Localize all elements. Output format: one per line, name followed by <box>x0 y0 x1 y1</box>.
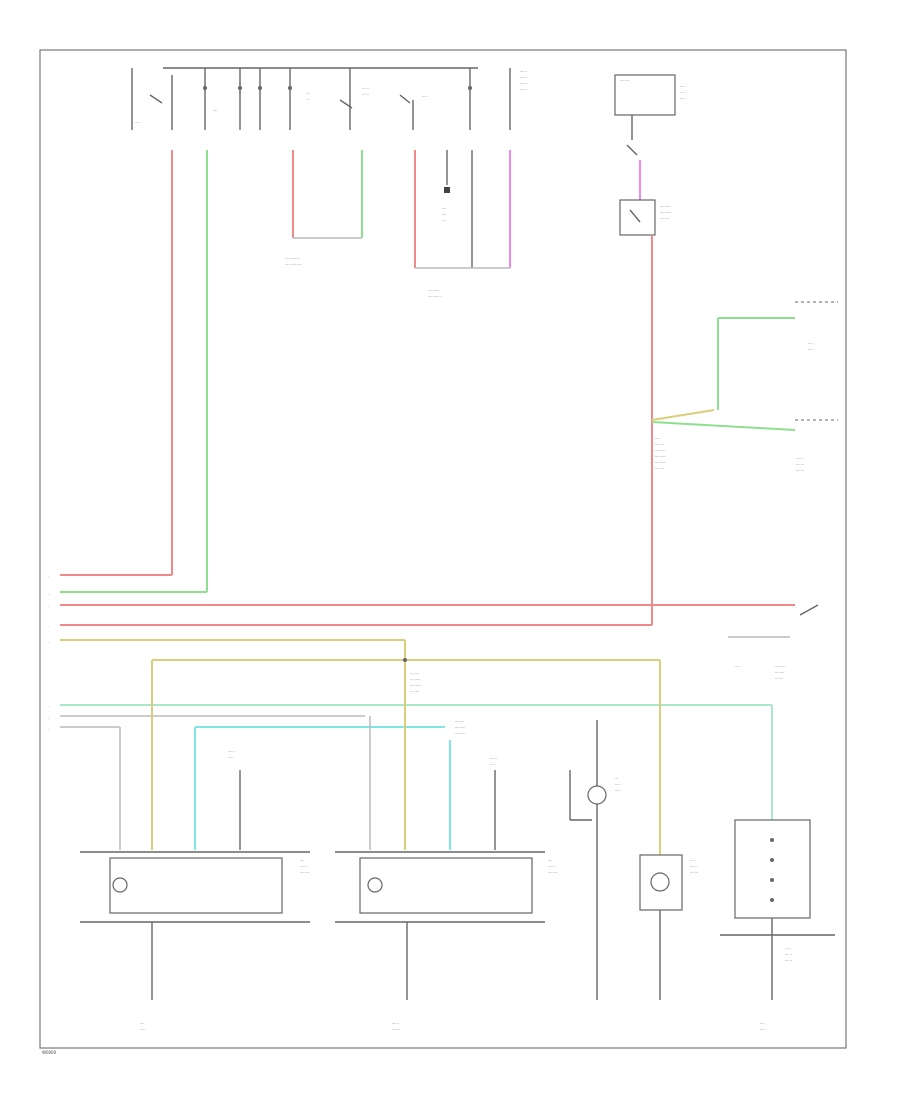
svg-text:········: ········ <box>655 443 664 447</box>
svg-text:············: ············ <box>428 295 442 299</box>
svg-text:········: ········ <box>455 720 464 724</box>
svg-text:·····: ····· <box>135 121 141 125</box>
svg-text:·: · <box>48 705 49 709</box>
svg-text:······: ······ <box>228 750 235 754</box>
svg-text:····: ···· <box>140 1022 145 1026</box>
svg-text:········: ········ <box>655 467 664 471</box>
svg-text:·····: ····· <box>690 859 696 863</box>
right-sensor: ····· ····· ······ ······· ······· ·····… <box>651 301 838 473</box>
svg-text:····: ···· <box>442 219 447 223</box>
svg-text:·: · <box>48 575 49 579</box>
svg-text:······: ······ <box>300 865 307 869</box>
upper-right-relay: ········ ····· ····· ····· ········· ···… <box>614 74 686 625</box>
svg-text:······: ······ <box>785 959 792 963</box>
svg-text:···: ··· <box>306 98 309 102</box>
svg-text:······: ······ <box>520 70 527 74</box>
svg-text:······: ······ <box>362 93 369 97</box>
svg-text:·······: ······· <box>775 677 783 681</box>
svg-text:···············: ··············· <box>285 263 302 267</box>
svg-text:·: · <box>48 605 49 609</box>
svg-text:······: ······ <box>690 865 697 869</box>
svg-text:······: ······ <box>392 1022 399 1026</box>
svg-text:·········: ········· <box>410 678 420 682</box>
svg-text:······: ······ <box>785 953 792 957</box>
svg-text:·····: ····· <box>760 1028 766 1032</box>
svg-text:········: ········ <box>775 671 784 675</box>
svg-text:······: ······ <box>362 87 369 91</box>
svg-text:·······: ······· <box>796 469 804 473</box>
svg-text:·····: ····· <box>655 437 661 441</box>
svg-text:·: · <box>48 625 49 629</box>
lower-drops: ········ ········· ·········· ········ ·… <box>119 640 773 1000</box>
svg-text:·········: ········· <box>775 665 785 669</box>
svg-text:·········: ········· <box>455 732 465 736</box>
svg-text:······: ······ <box>520 76 527 80</box>
svg-text:·: · <box>48 728 49 732</box>
svg-text:·: · <box>48 717 49 721</box>
svg-text:·······: ······· <box>392 1028 400 1032</box>
svg-text:·············: ············· <box>285 257 300 261</box>
svg-text:····: ···· <box>548 859 553 863</box>
svg-text:······: ······ <box>520 88 527 92</box>
svg-text:········: ········ <box>548 871 557 875</box>
svg-text:·····: ····· <box>785 947 791 951</box>
svg-text:·······: ······· <box>690 871 698 875</box>
svg-text:···: ··· <box>615 777 618 781</box>
svg-text:·····: ····· <box>808 342 814 346</box>
svg-text:·····: ····· <box>680 85 686 89</box>
center-lamp-assembly: ···· ······ ········ ······ ······· <box>335 851 557 1032</box>
svg-text:·········: ········· <box>660 205 670 209</box>
left-lamp-assembly: ···· ······ ········ ···· ····· <box>80 851 310 1032</box>
svg-text:·: · <box>48 641 49 645</box>
svg-text:·········: ········· <box>455 726 465 730</box>
top-switch-bank: ····· ···· ··· ··· ······ ······ ····· ·… <box>131 67 527 130</box>
svg-text:·········: ········· <box>655 449 665 453</box>
svg-text:······: ······ <box>548 865 555 869</box>
svg-text:······: ······ <box>490 757 497 761</box>
svg-text:·····: ····· <box>615 783 621 787</box>
top-drops: ···· ···· ···· ············· ···········… <box>171 150 511 592</box>
svg-text:·····: ····· <box>228 756 234 760</box>
svg-text:·····: ····· <box>680 97 686 101</box>
middle-lamp: ··· ····· ····· <box>569 770 621 821</box>
svg-text:······: ······ <box>796 457 803 461</box>
svg-text:····: ···· <box>442 207 447 211</box>
svg-text:·····: ····· <box>422 95 428 99</box>
footer-code: W0000 <box>42 1050 57 1055</box>
svg-text:······: ······ <box>520 82 527 86</box>
svg-text:········: ········ <box>660 217 669 221</box>
svg-text:········: ········ <box>620 79 629 83</box>
svg-text:·····: ····· <box>735 665 741 669</box>
svg-text:····: ···· <box>442 213 447 217</box>
svg-text:·····: ····· <box>140 1028 146 1032</box>
svg-text:·········: ········· <box>655 455 665 459</box>
svg-text:·····: ····· <box>808 348 814 352</box>
svg-text:····: ···· <box>300 859 305 863</box>
svg-text:········: ········ <box>410 672 419 676</box>
svg-text:········: ········ <box>410 690 419 694</box>
right-lamp: ····· ······ ······· <box>639 854 698 1000</box>
svg-text:·······: ······· <box>796 463 804 467</box>
svg-text:·: · <box>48 593 49 597</box>
svg-text:··········: ·········· <box>655 461 666 465</box>
bus-wires: · · · · · · · · ····· ········· ········… <box>48 574 819 732</box>
svg-text:·····: ····· <box>680 91 686 95</box>
diagram-frame <box>39 49 847 1049</box>
svg-text:··········: ·········· <box>428 289 439 293</box>
svg-text:····: ···· <box>213 109 218 113</box>
svg-text:········: ········ <box>300 871 309 875</box>
svg-text:···: ··· <box>306 92 309 96</box>
svg-text:·····: ····· <box>615 789 621 793</box>
svg-text:·····: ····· <box>490 763 496 767</box>
svg-text:··········: ·········· <box>660 211 671 215</box>
svg-text:····: ···· <box>760 1022 765 1026</box>
svg-text:··········: ·········· <box>410 684 421 688</box>
right-connector: ····· ······ ······ ···· ····· <box>720 819 835 1032</box>
